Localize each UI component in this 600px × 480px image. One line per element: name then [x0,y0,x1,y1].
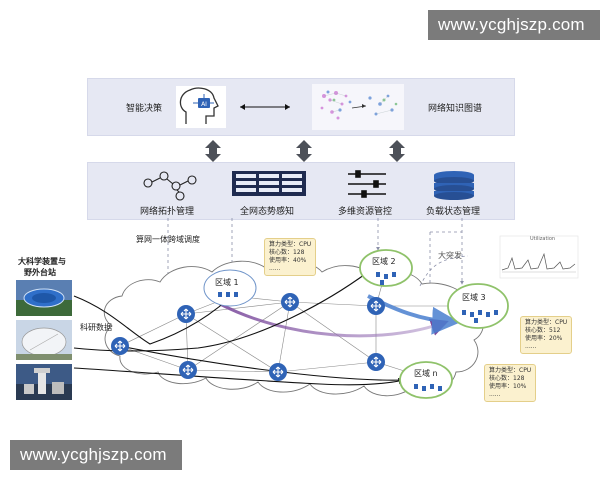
region-2 [359,249,413,287]
region-n-label: 区域 n [414,369,438,378]
callout-1-usage: 使用率：40% [269,257,307,264]
burst-label: 大突发 [438,251,462,260]
source-title-line1: 大科学装置与 [18,257,66,266]
region-3 [447,283,509,329]
callout-3-cores: 核心数：512 [525,327,561,334]
source-photo-telescope [16,280,72,316]
watermark-top: www.ycghjszp.com [428,10,600,40]
region-2-label: 区域 2 [372,257,396,266]
topology-management-label: 网络拓扑管理 [140,207,195,217]
callout-3-type: 算力类型：CPU [525,319,568,326]
callout-3-more: ...... [525,343,537,350]
research-data-label: 科研数据 [80,323,112,332]
region-1 [203,269,257,307]
region-n [399,361,453,399]
source-title-line2: 野外台站 [24,268,56,277]
callout-n-usage: 使用率：10% [489,383,527,390]
callout-n-type: 算力类型：CPU [489,367,532,374]
database-icon [434,171,474,200]
source-photo-station [16,364,72,400]
callout-1-type: 算力类型：CPU [269,241,312,248]
mesh-links [119,269,456,377]
callout-3-usage: 使用率：20% [525,335,563,342]
callout-region-n: 算力类型：CPU 核心数：128 使用率：10% ...... [484,364,537,402]
callout-n-more: ...... [489,391,501,398]
knowledge-graph-icon [312,84,404,130]
decision-panel [87,78,515,136]
region-1-label: 区域 1 [215,278,239,287]
topology-icon [143,171,197,201]
sliders-icon [348,170,386,198]
bidirectional-arrow [240,104,290,110]
ai-brain-icon: AI [176,86,226,128]
svg-text:AI: AI [201,101,207,108]
source-photo-dish [16,320,72,360]
callout-region-1: 算力类型：CPU 核心数：128 使用率：40% ...... [264,238,317,276]
knowledge-graph-label: 网络知识图谱 [428,104,483,114]
situation-grid-icon [232,171,306,196]
situation-awareness-label: 全网态势感知 [240,207,295,217]
chart-title: Utilization [530,236,556,242]
utilization-chart [499,235,579,279]
load-state-label: 负载状态管理 [426,207,481,217]
smart-decision-label: 智能决策 [126,104,163,114]
panel-connector-arrows [205,140,405,162]
callout-region-3: 算力类型：CPU 核心数：512 使用率：20% ...... [520,316,573,354]
region-3-label: 区域 3 [462,293,486,302]
purple-flow [219,302,449,338]
callout-1-cores: 核心数：128 [269,249,305,256]
cross-domain-label: 算网一体跨域调度 [136,235,200,244]
resource-control-label: 多维资源管控 [338,207,393,217]
callout-1-more: ...... [269,265,281,272]
callout-n-cores: 核心数：128 [489,375,525,382]
router-icon [111,293,385,381]
watermark-bottom: www.ycghjszp.com [10,440,182,470]
